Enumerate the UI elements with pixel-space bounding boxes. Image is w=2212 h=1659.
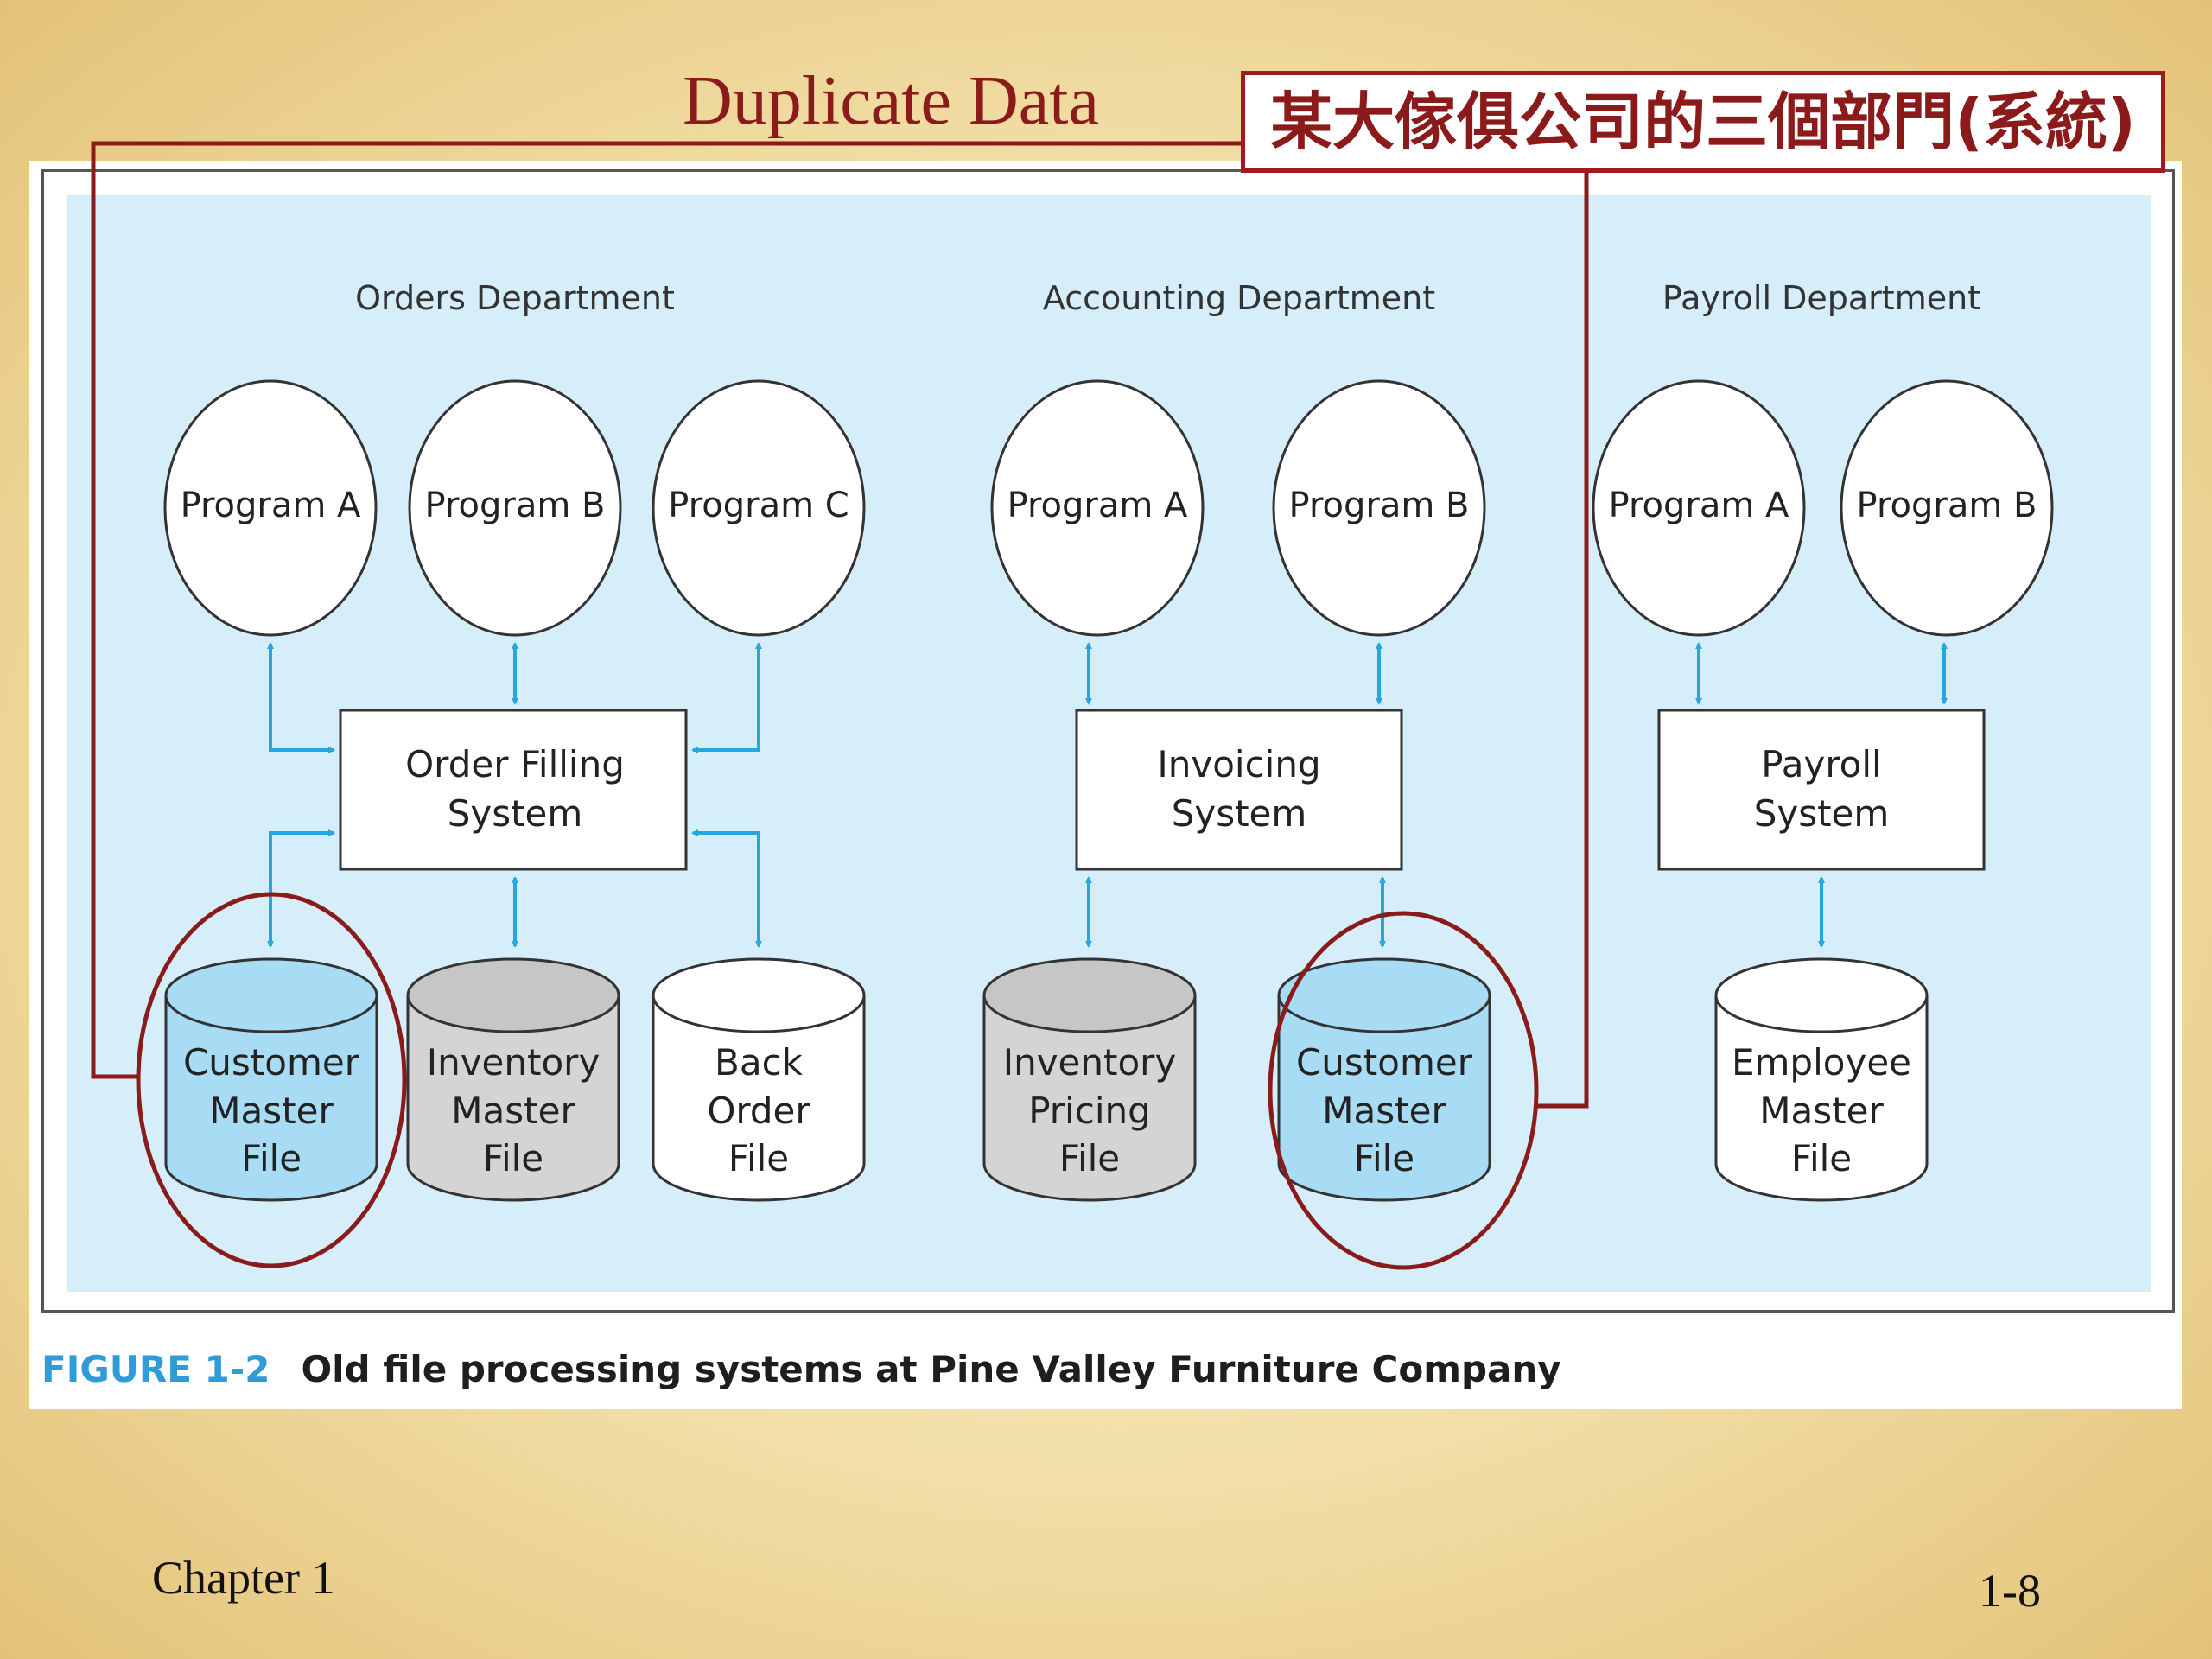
file-label-line1: Inventory — [1003, 1041, 1177, 1084]
file-label-line3: File — [728, 1137, 789, 1179]
file-label-line3: File — [1791, 1137, 1852, 1179]
file-customer-master-accounting: Customer Master File — [1277, 957, 1491, 1202]
dept-label-orders: Orders Department — [355, 279, 675, 317]
figure-caption-text: Old file processing systems at Pine Vall… — [301, 1348, 1561, 1390]
file-label-line1: Inventory — [427, 1041, 601, 1084]
arrow-prog-orders-a-to-system — [267, 642, 335, 753]
program-payroll-b: Program B — [1840, 379, 2054, 637]
file-label-line2: Master — [1322, 1090, 1446, 1132]
program-label: Program B — [1857, 486, 2037, 525]
file-label-line2: Master — [451, 1090, 575, 1132]
program-label: Program A — [1609, 486, 1789, 525]
program-orders-b: Program B — [408, 379, 622, 637]
file-label-line2: Order — [707, 1090, 810, 1132]
callout-text: 某大傢俱公司的三個部門(系統) — [1270, 86, 2136, 158]
system-label-line1: Payroll — [1761, 743, 1881, 785]
file-label-line3: File — [241, 1137, 302, 1179]
file-label-line1: Employee — [1732, 1041, 1911, 1084]
footer-page-number: 1-8 — [1979, 1565, 2041, 1617]
file-label-line1: Customer — [1296, 1041, 1473, 1084]
system-invoicing: Invoicing System — [1075, 709, 1403, 871]
slide-title: Duplicate Data — [683, 63, 1099, 139]
duplicate-highlight — [91, 141, 1589, 1270]
system-label-line1: Order Filling — [405, 743, 625, 785]
file-label-line2: Master — [209, 1090, 334, 1132]
highlight-circle-orders — [136, 892, 407, 1268]
file-label-line3: File — [1059, 1137, 1120, 1179]
system-label-line2: System — [1172, 792, 1307, 835]
file-label-line1: Back — [715, 1041, 804, 1084]
file-label-line2: Master — [1759, 1090, 1884, 1132]
highlight-circle-accounting — [1268, 911, 1539, 1270]
figure-label: FIGURE 1-2 — [41, 1348, 270, 1390]
dept-label-accounting: Accounting Department — [1043, 279, 1435, 317]
file-inventory-pricing: Inventory Pricing File — [982, 957, 1197, 1202]
dept-label-payroll: Payroll Department — [1662, 279, 1980, 317]
system-label-line2: System — [1754, 792, 1890, 835]
file-inventory-master: Inventory Master File — [406, 957, 620, 1202]
file-back-order: Back Order File — [652, 957, 866, 1202]
file-label-line3: File — [483, 1137, 543, 1179]
program-orders-a: Program A — [163, 379, 378, 637]
program-label: Program A — [1007, 486, 1188, 525]
file-customer-master-orders: Customer Master File — [164, 957, 378, 1202]
system-order-filling: Order Filling System — [339, 709, 688, 871]
program-accounting-a: Program A — [990, 379, 1205, 637]
program-label: Program C — [668, 486, 849, 525]
program-orders-c: Program C — [652, 379, 866, 637]
system-label-line2: System — [448, 792, 583, 835]
program-accounting-b: Program B — [1272, 379, 1486, 637]
program-label: Program B — [1289, 486, 1470, 525]
arrow-system-to-backorder-file — [691, 830, 762, 948]
file-label-line2: Pricing — [1028, 1090, 1151, 1132]
connector-line-left — [91, 141, 1241, 1079]
file-label-line3: File — [1354, 1137, 1414, 1179]
file-employee-master: Employee Master File — [1714, 957, 1929, 1202]
program-payroll-a: Program A — [1592, 379, 1806, 637]
connector-line-right — [1536, 173, 1589, 1109]
figure-caption: FIGURE 1-2 Old file processing systems at… — [41, 1348, 1561, 1390]
file-label-line1: Customer — [183, 1041, 360, 1084]
system-label-line1: Invoicing — [1157, 743, 1320, 785]
arrow-prog-orders-c-to-system — [691, 642, 762, 753]
footer-chapter: Chapter 1 — [152, 1552, 335, 1604]
arrow-system-to-customer-file — [267, 830, 335, 948]
system-payroll: Payroll System — [1657, 709, 1986, 871]
arrows — [267, 642, 1948, 948]
program-label: Program B — [425, 486, 606, 525]
program-label: Program A — [181, 486, 361, 525]
callout-box: 某大傢俱公司的三個部門(系統) — [1241, 71, 2165, 173]
